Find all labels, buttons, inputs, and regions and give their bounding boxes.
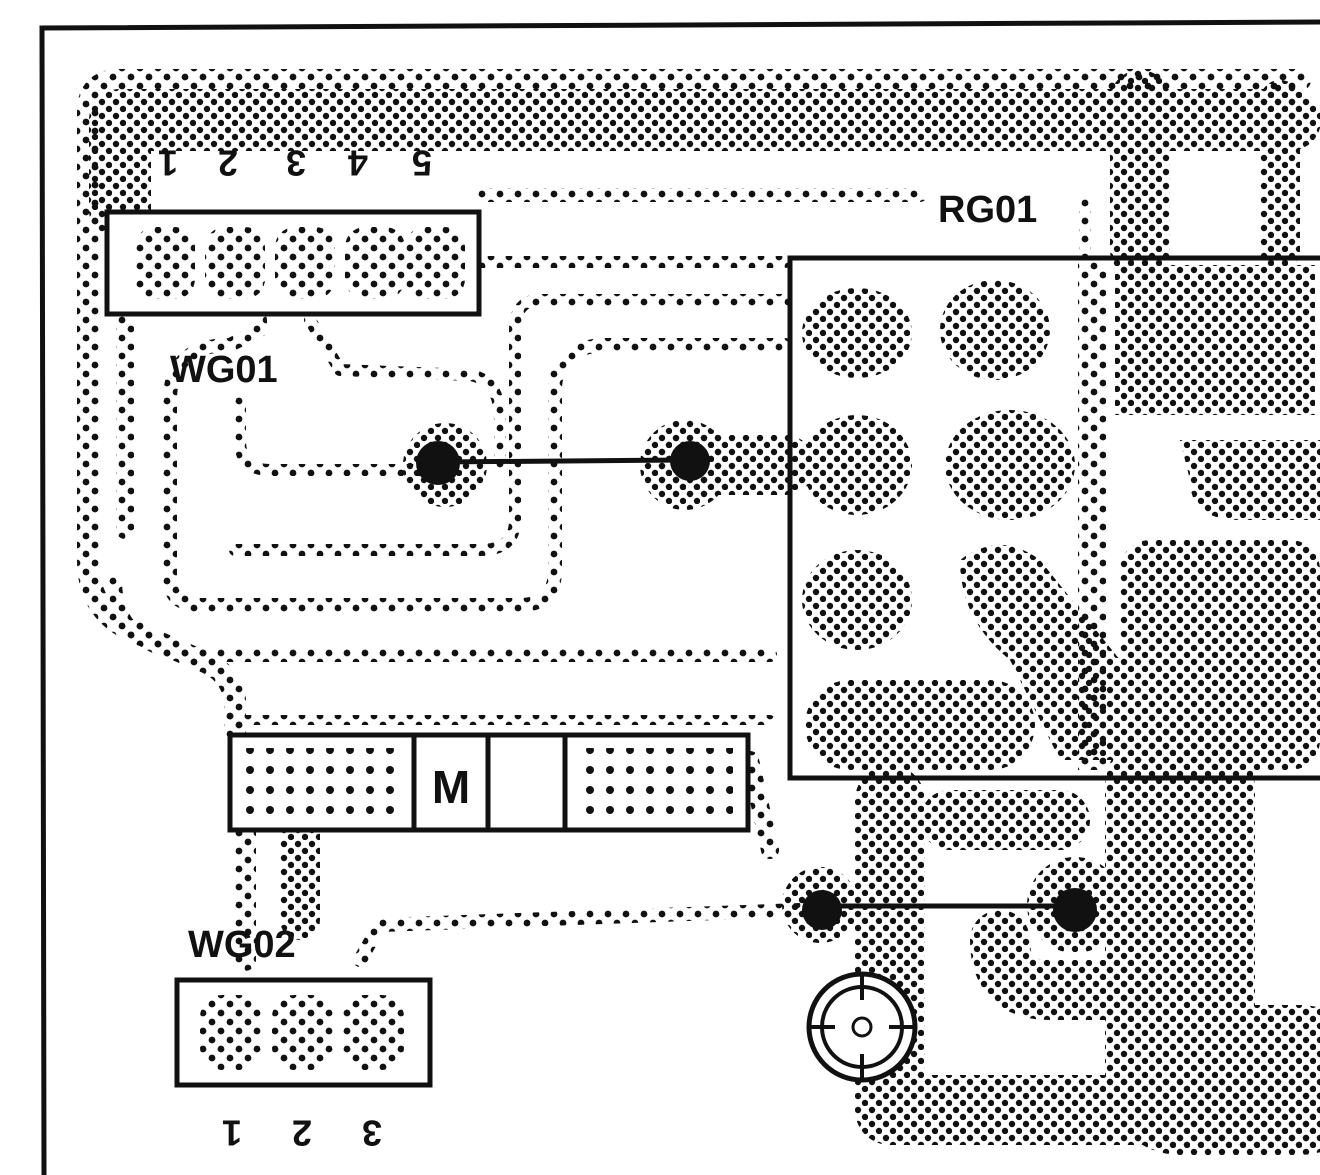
wg01-pads	[135, 227, 465, 299]
label-wg02: WG02	[188, 924, 296, 966]
wg01-pin-5: 5	[412, 142, 432, 183]
mounting-point-icon	[806, 971, 918, 1083]
wg01-pin-3: 3	[286, 142, 306, 183]
motor-pad-left	[245, 748, 400, 818]
motor-pad-right	[578, 748, 733, 818]
wg02-pin-2: 2	[292, 1112, 312, 1153]
label-wg01: WG01	[170, 349, 278, 391]
connector-wg01	[104, 209, 482, 317]
jumper-wire-2	[802, 888, 1097, 932]
wg02-pin-1: 1	[222, 1112, 242, 1153]
wg01-pin-labels: 1 2 3 4 5	[158, 142, 432, 183]
copper-traces	[77, 69, 1320, 1155]
jumper-wire-1	[416, 441, 710, 485]
wg01-pin-1: 1	[158, 142, 178, 183]
motor-connector: M	[227, 732, 751, 833]
component-rg01-outline	[787, 255, 1320, 781]
wg02-pin-labels: 1 2 3	[222, 1112, 382, 1153]
board-outline	[39, 19, 1320, 1175]
wg02-pin-3: 3	[362, 1112, 382, 1153]
label-rg01: RG01	[938, 189, 1037, 231]
label-motor: M	[432, 761, 470, 813]
connector-wg02	[174, 977, 433, 1088]
wg01-pin-4: 4	[348, 142, 368, 183]
rg01-copper	[802, 260, 1320, 770]
wg01-pin-2: 2	[218, 142, 238, 183]
